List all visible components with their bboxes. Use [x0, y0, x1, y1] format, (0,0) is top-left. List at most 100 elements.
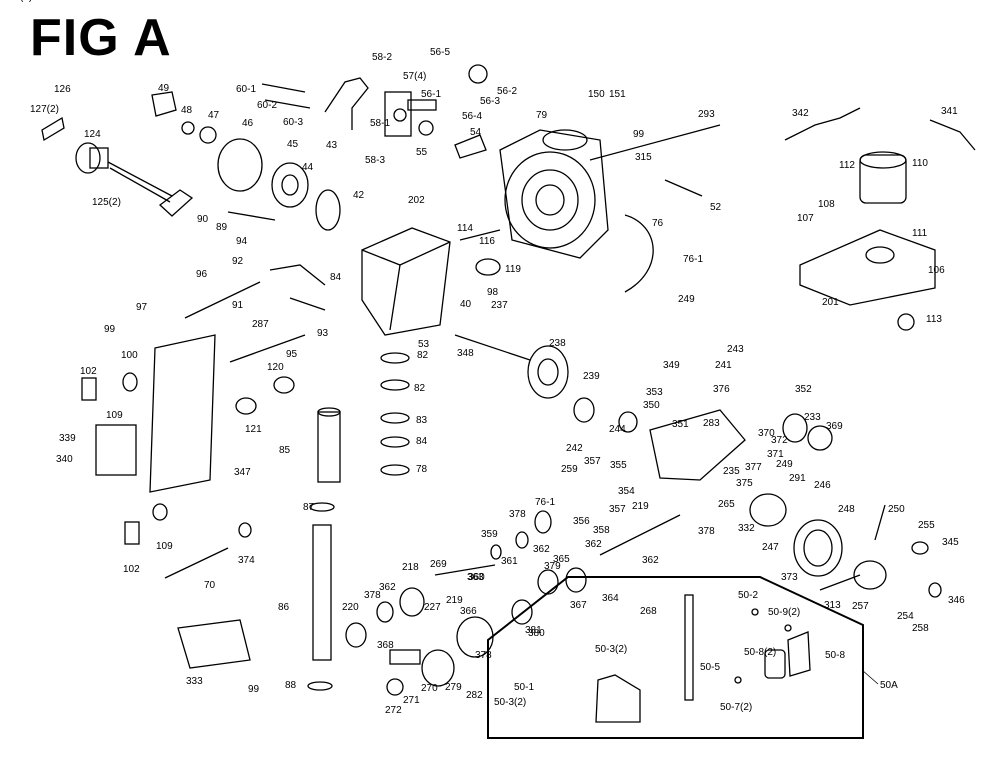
part-label: 126	[54, 84, 71, 95]
part-label: 100	[121, 350, 138, 361]
part-label: 238	[549, 338, 566, 349]
part-label: 90	[197, 214, 209, 225]
part-label: 352	[795, 384, 812, 395]
gearbox-housing	[361, 227, 501, 336]
part-label: 102	[80, 366, 97, 377]
part-label: 121	[245, 424, 262, 435]
part-label: 366	[460, 606, 477, 617]
part-label: 56-4	[462, 111, 482, 122]
motor-assembly	[784, 107, 976, 331]
part-label: 50-9(2)	[768, 607, 800, 618]
part-label: 85	[279, 445, 291, 456]
part-label: 341	[941, 106, 958, 117]
part-label: 89	[216, 222, 228, 233]
inset-leader-line	[861, 669, 879, 685]
part-label: 357	[584, 456, 601, 467]
part-label: 247	[762, 542, 779, 553]
part-label: 353	[646, 387, 663, 398]
part-label: 360	[468, 572, 485, 583]
part-label: 357	[609, 504, 626, 515]
part-label: 109	[106, 410, 123, 421]
part-label: 265	[718, 499, 735, 510]
part-label: 99	[104, 324, 116, 335]
part-label: 239	[583, 371, 600, 382]
part-label: 52	[710, 202, 722, 213]
part-label: 50-5	[700, 662, 720, 673]
part-label: 151	[609, 89, 626, 100]
part-label: 50-1	[514, 682, 534, 693]
part-label: 365	[553, 554, 570, 565]
part-label: 258	[912, 623, 929, 634]
part-label: 119	[505, 264, 521, 275]
part-label: 361	[501, 556, 518, 567]
part-label: 219	[446, 595, 463, 606]
spindle-stack	[307, 352, 410, 691]
lever-assembly	[261, 64, 488, 159]
part-label: 82	[414, 383, 426, 394]
part-label: 76-1	[535, 497, 555, 508]
part-label: 364	[602, 593, 619, 604]
part-label: 50-3(2)	[595, 644, 627, 655]
part-label: 220	[342, 602, 359, 613]
part-label: 78	[416, 464, 428, 475]
part-label: 92	[232, 256, 244, 267]
knob-assembly	[151, 91, 341, 231]
part-label: 116	[479, 236, 495, 247]
part-label: 93	[317, 328, 329, 339]
part-label: 49	[158, 83, 170, 94]
part-label: 340	[56, 454, 73, 465]
part-label: 124	[84, 129, 101, 140]
part-label: 84	[330, 272, 342, 283]
part-label: 76-1	[683, 254, 703, 265]
part-label: 87	[303, 502, 315, 513]
part-label: 355	[610, 460, 627, 471]
part-label: 374	[238, 555, 255, 566]
part-label: 120	[267, 362, 284, 373]
part-label: 363	[467, 572, 484, 583]
part-label: 313	[824, 600, 841, 611]
part-label: 57(4)	[403, 71, 426, 82]
part-label: 279	[445, 682, 462, 693]
part-label: 76	[652, 218, 664, 229]
part-label: 70	[204, 580, 216, 591]
part-label: 283	[703, 418, 720, 429]
part-label: 358	[593, 525, 610, 536]
part-label: 248	[838, 504, 855, 515]
part-label: 227	[424, 602, 441, 613]
part-label: 367	[570, 600, 587, 611]
part-label: 111	[912, 228, 928, 239]
part-label: 99	[248, 684, 260, 695]
part-label: 346	[948, 595, 965, 606]
part-label: 127(2)	[30, 104, 59, 115]
part-label: 375	[736, 478, 753, 489]
part-label: 378	[698, 526, 715, 537]
part-label: 259	[561, 464, 578, 475]
part-label: 268	[640, 606, 657, 617]
gear-train	[345, 334, 942, 696]
feed-shaft-assembly	[41, 116, 194, 217]
part-label: 82	[417, 350, 429, 361]
head-casting	[499, 124, 721, 293]
part-label: 371	[767, 449, 784, 460]
part-label: 291	[789, 473, 806, 484]
part-label: 242	[566, 443, 583, 454]
part-label: 43	[326, 140, 338, 151]
part-label: 99	[633, 129, 645, 140]
parts-artwork	[41, 64, 976, 696]
part-label: 347	[234, 467, 251, 478]
part-label: 362	[585, 539, 602, 550]
part-label: 218	[402, 562, 419, 573]
part-label: 349	[663, 360, 680, 371]
part-label: 112	[839, 160, 855, 171]
part-label: 293	[698, 109, 715, 120]
part-label: 237	[491, 300, 508, 311]
part-label: 287	[252, 319, 269, 330]
part-label: 108	[818, 199, 835, 210]
part-label: 150	[588, 89, 605, 100]
part-label: 42	[353, 190, 365, 201]
part-label: 246	[814, 480, 831, 491]
part-label: 114	[457, 223, 473, 234]
part-label: 50-4(2)	[0, 0, 32, 3]
